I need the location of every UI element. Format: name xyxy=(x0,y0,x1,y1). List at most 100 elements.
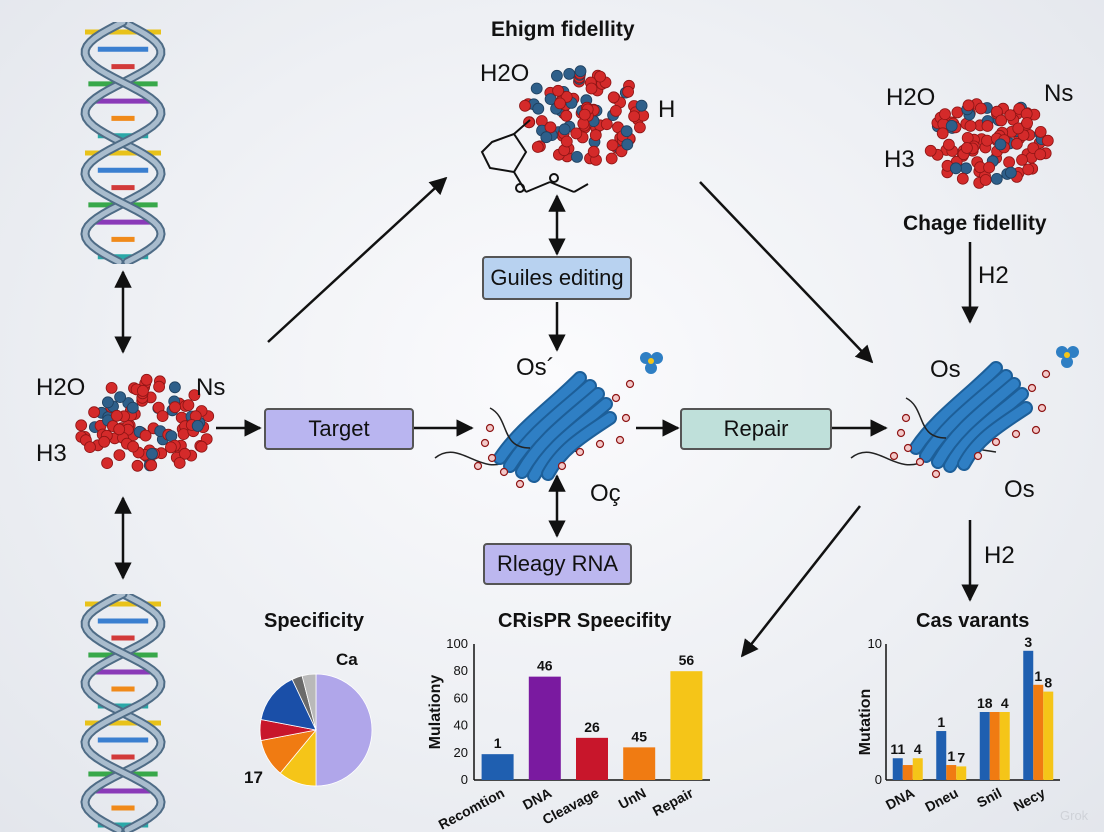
right-title: Chage fidellity xyxy=(903,212,1047,235)
residue-bead xyxy=(557,461,567,471)
bar-data-label: 11 xyxy=(890,741,905,757)
atom xyxy=(140,373,153,386)
atom xyxy=(621,138,634,151)
repair-box: Repair xyxy=(680,408,832,450)
y-tick-label: 40 xyxy=(454,718,468,733)
bar xyxy=(936,731,947,780)
residue-bead xyxy=(485,423,495,433)
x-tick-label: Dneu xyxy=(922,785,960,816)
atom xyxy=(605,152,618,165)
arrow-diag-lower xyxy=(740,505,861,658)
protein-ribbon-fill xyxy=(911,363,1001,453)
molecule-cluster-right xyxy=(924,98,1054,189)
small-cluster-icon xyxy=(640,352,663,374)
y-axis-label: Mutation xyxy=(857,689,874,756)
atom xyxy=(523,116,535,129)
dna-helix-top xyxy=(80,22,166,264)
left-h2o-label: H2O xyxy=(36,374,86,401)
target-box: Target xyxy=(264,408,414,450)
protein-ribbon-fill xyxy=(505,381,595,471)
atom xyxy=(610,105,622,117)
atom xyxy=(1005,166,1017,179)
atom xyxy=(531,141,544,153)
dna-strand-highlight xyxy=(82,594,164,832)
atom xyxy=(188,389,201,402)
atom xyxy=(574,65,587,78)
residue-bead xyxy=(575,447,585,457)
residue-bead xyxy=(1027,383,1037,393)
pie-slice xyxy=(301,673,317,731)
bar-data-label: 1 xyxy=(494,735,502,751)
bar-data-label: 1 xyxy=(947,748,955,764)
protein-ribbon-fill xyxy=(945,389,1027,471)
atom xyxy=(578,108,591,121)
atom xyxy=(554,97,566,110)
residue-bead xyxy=(973,451,983,461)
atom xyxy=(1004,109,1017,122)
bar xyxy=(892,758,903,780)
atom xyxy=(173,457,186,469)
bar xyxy=(999,712,1010,780)
residue-bead xyxy=(1011,429,1021,439)
top-h2o-label: H2O xyxy=(480,60,530,87)
atom xyxy=(942,138,955,151)
atom xyxy=(191,420,204,432)
atom xyxy=(1012,122,1025,135)
guides-editing-box: Guiles editing xyxy=(482,256,632,300)
specificity-pie-chart xyxy=(259,673,373,787)
residue-bead xyxy=(1041,369,1051,379)
x-tick-label: DNA xyxy=(883,785,917,813)
bar-data-label: 46 xyxy=(537,658,553,674)
small-cluster-icon xyxy=(1056,346,1079,368)
atom xyxy=(75,419,88,432)
top-title: Ehigm fidellity xyxy=(491,18,635,41)
atom xyxy=(600,118,613,131)
right-h3-label: H3 xyxy=(884,146,915,173)
atom xyxy=(945,120,958,132)
bar xyxy=(912,758,923,780)
residue-bead xyxy=(499,467,509,477)
pie-title: Specificity xyxy=(264,610,365,632)
atom xyxy=(169,381,181,394)
y-tick-label: 0 xyxy=(875,772,882,787)
dna-helix-bottom xyxy=(80,594,166,832)
atom xyxy=(153,380,165,393)
residue-bead xyxy=(487,453,497,463)
bar xyxy=(956,766,967,780)
residue-bead xyxy=(615,435,625,445)
bar-data-label: 7 xyxy=(957,749,965,765)
atom xyxy=(519,99,531,112)
right-os2-label: Os xyxy=(1004,476,1035,503)
atom xyxy=(960,162,972,175)
atom xyxy=(975,102,987,115)
y-axis-label: Mulationy xyxy=(427,675,444,750)
protein-ribbon-fill xyxy=(933,379,1019,467)
atom xyxy=(182,399,195,411)
atom xyxy=(165,441,177,454)
atom xyxy=(1041,134,1054,147)
protein-ribbon-fill xyxy=(529,399,611,481)
protein-ribbon-fill xyxy=(921,371,1011,461)
atom xyxy=(177,428,190,440)
bar-data-label: 45 xyxy=(631,728,647,744)
bar-data-label: 4 xyxy=(1001,695,1009,711)
atom xyxy=(156,410,169,422)
residue-bead xyxy=(625,379,635,389)
atom xyxy=(560,135,573,148)
atom xyxy=(1021,117,1033,129)
atom xyxy=(113,449,126,461)
linker-line xyxy=(489,407,531,449)
residue-bead xyxy=(931,469,941,479)
atom xyxy=(939,108,951,121)
atom xyxy=(990,173,1003,185)
atom xyxy=(1016,154,1028,166)
center-oc-label: Oç xyxy=(590,480,621,507)
atom xyxy=(84,441,96,453)
bar xyxy=(1023,650,1034,780)
atom xyxy=(1003,156,1015,169)
y-tick-label: 0 xyxy=(461,772,468,787)
bar xyxy=(979,712,990,780)
cas-protein-center xyxy=(434,371,635,488)
bar-data-label: 1 xyxy=(1034,668,1042,684)
